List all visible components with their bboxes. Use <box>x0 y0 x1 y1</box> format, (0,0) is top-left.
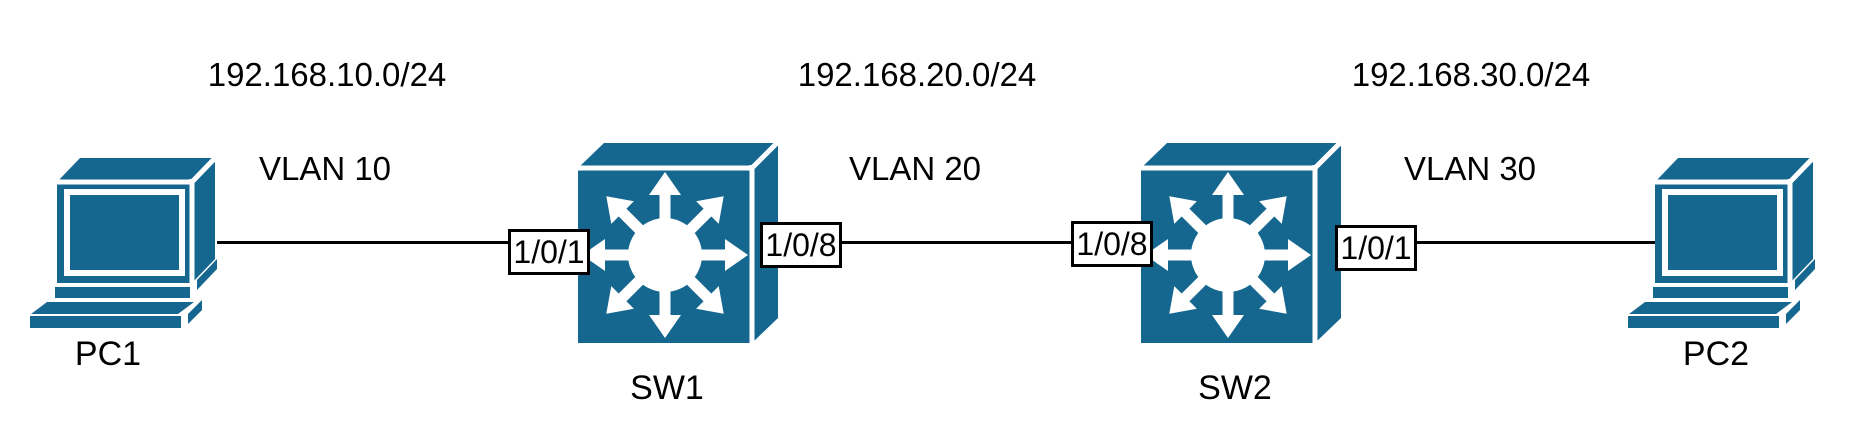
pc1-workstation-icon <box>28 156 218 331</box>
subnet-label-segment2: 192.168.20.0/24 <box>797 56 1037 93</box>
device-label-pc2: PC2 <box>1682 335 1750 373</box>
subnet-label-segment3: 192.168.30.0/24 <box>1351 56 1591 93</box>
sw2-switch-icon <box>1141 143 1341 343</box>
sw1-port-1-0-1: 1/0/1 <box>508 229 590 275</box>
link-sw2-pc2 <box>1380 241 1660 244</box>
pc2-workstation-icon <box>1626 156 1816 331</box>
link-pc1-sw1 <box>217 241 550 244</box>
subnet-label-segment1: 192.168.10.0/24 <box>207 56 447 93</box>
sw1-port-1-0-8: 1/0/8 <box>760 222 842 268</box>
vlan-label-segment2: VLAN 20 <box>848 150 982 187</box>
vlan-label-segment3: VLAN 30 <box>1403 150 1537 187</box>
device-label-sw2: SW2 <box>1198 369 1272 407</box>
vlan-label-segment1: VLAN 10 <box>258 150 392 187</box>
sw2-port-1-0-8: 1/0/8 <box>1071 221 1153 267</box>
link-sw1-sw2 <box>810 241 1100 244</box>
sw1-switch-icon <box>578 143 778 343</box>
device-label-sw1: SW1 <box>630 369 704 407</box>
sw2-port-1-0-1: 1/0/1 <box>1335 225 1417 271</box>
device-label-pc1: PC1 <box>74 335 142 373</box>
